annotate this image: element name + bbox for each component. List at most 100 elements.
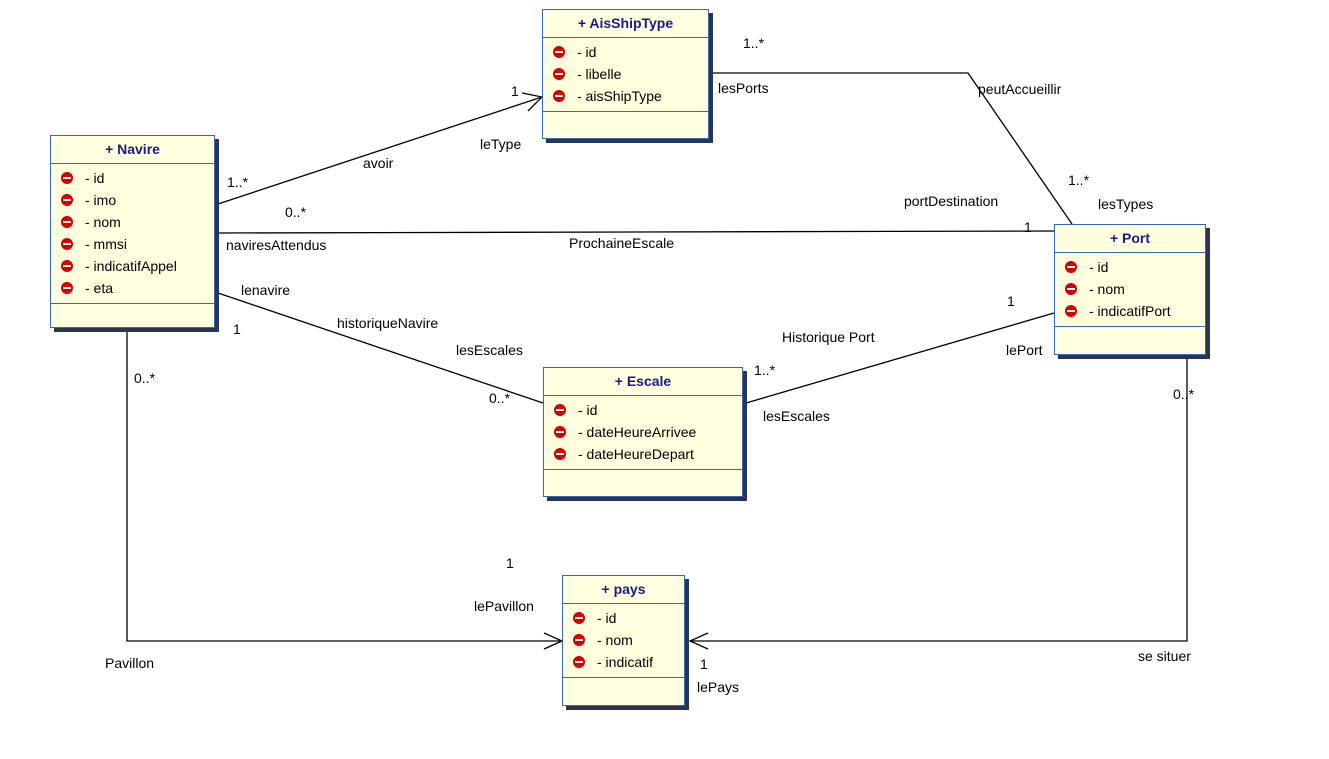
- sesituer-mult-pays: 1: [700, 656, 708, 672]
- private-visibility-icon: [61, 260, 73, 273]
- attribute-label: - indicatifPort: [1089, 303, 1171, 319]
- attribute-row: - id: [51, 167, 214, 189]
- attribute-row: - id: [563, 607, 684, 629]
- prochaineescale-line: [217, 230, 1055, 234]
- historiqueport-mult-port: 1: [1007, 293, 1015, 309]
- pavillon-name: Pavillon: [105, 655, 155, 671]
- attribute-label: - indicatif: [597, 654, 654, 670]
- avoir-mult-target: 1: [511, 83, 519, 99]
- private-visibility-icon: [1065, 305, 1077, 318]
- sesituer-mult-port: 0..*: [1173, 386, 1195, 402]
- attribute-row: - mmsi: [51, 233, 214, 255]
- attribute-row: - libelle: [543, 63, 708, 85]
- sesituer-line: [690, 357, 1188, 642]
- private-visibility-icon: [573, 634, 585, 647]
- prochaineescale-mult-port: 1: [1024, 219, 1032, 235]
- attribute-row: - aisShipType: [543, 85, 708, 107]
- avoir-mult-navire: 1..*: [227, 174, 249, 190]
- class-pays-title: + pays: [563, 576, 684, 604]
- peutaccueillir-mult-port: 1..*: [1068, 172, 1090, 188]
- private-visibility-icon: [1065, 283, 1077, 296]
- attribute-label: - indicatifAppel: [85, 258, 177, 274]
- attribute-row: - id: [543, 41, 708, 63]
- attribute-row: - eta: [51, 277, 214, 299]
- attribute-row: - nom: [1055, 278, 1205, 300]
- private-visibility-icon: [554, 448, 566, 461]
- attribute-label: - id: [578, 402, 598, 418]
- class-navire-title: + Navire: [51, 136, 214, 164]
- attribute-row: - imo: [51, 189, 214, 211]
- attribute-label: - id: [577, 44, 597, 60]
- private-visibility-icon: [573, 612, 585, 625]
- attribute-label: - id: [597, 610, 617, 626]
- private-visibility-icon: [573, 656, 585, 669]
- attribute-row: - id: [544, 399, 742, 421]
- class-pays-attributes: - id - nom - indicatif: [563, 604, 684, 678]
- attribute-label: - aisShipType: [577, 88, 662, 104]
- class-navire[interactable]: + Navire - id - imo - nom - mmsi - indic…: [50, 135, 215, 328]
- avoir-role-target: leType: [480, 136, 522, 152]
- attribute-label: - id: [85, 170, 105, 186]
- historiquenavire-role-navire: lenavire: [241, 282, 291, 298]
- attribute-label: - mmsi: [85, 236, 127, 252]
- attribute-row: - nom: [51, 211, 214, 233]
- private-visibility-icon: [553, 68, 565, 81]
- sesituer-role-pays: lePays: [697, 679, 740, 695]
- attribute-row: - nom: [563, 629, 684, 651]
- pavillon-mult-pays: 1: [506, 555, 514, 571]
- attribute-row: - indicatif: [563, 651, 684, 673]
- historiquenavire-line: [217, 292, 544, 404]
- attribute-label: - eta: [85, 280, 114, 296]
- attribute-row: - indicatifAppel: [51, 255, 214, 277]
- prochaineescale-name: ProchaineEscale: [569, 235, 675, 251]
- attribute-label: - dateHeureArrivee: [578, 424, 697, 440]
- historiqueport-mult-escale: 1..*: [754, 362, 776, 378]
- pavillon-mult-navire: 0..*: [134, 370, 156, 386]
- historiqueport-line: [745, 312, 1055, 404]
- private-visibility-icon: [554, 404, 566, 417]
- attribute-label: - nom: [597, 632, 633, 648]
- class-port[interactable]: + Port - id - nom - indicatifPort: [1054, 224, 1206, 355]
- peutaccueillir-role-ais: lesPorts: [718, 80, 769, 96]
- pavillon-role-pays: lePavillon: [474, 598, 534, 614]
- attribute-row: - id: [1055, 256, 1205, 278]
- class-escale[interactable]: + Escale - id - dateHeureArrivee - dateH…: [543, 367, 743, 497]
- class-port-attributes: - id - nom - indicatifPort: [1055, 253, 1205, 327]
- sesituer-arrowhead: [688, 632, 709, 650]
- attribute-label: - imo: [85, 192, 117, 208]
- attribute-row: - indicatifPort: [1055, 300, 1205, 322]
- private-visibility-icon: [553, 90, 565, 103]
- attribute-label: - dateHeureDepart: [578, 446, 694, 462]
- historiquenavire-role-escale: lesEscales: [456, 342, 523, 358]
- prochaineescale-role-navire: naviresAttendus: [226, 237, 327, 253]
- class-aisshiptype-attributes: - id - libelle - aisShipType: [543, 38, 708, 112]
- private-visibility-icon: [554, 426, 566, 439]
- historiqueport-name: Historique Port: [782, 329, 875, 345]
- avoir-name: avoir: [363, 155, 394, 171]
- attribute-label: - id: [1089, 259, 1109, 275]
- historiquenavire-mult-escale: 0..*: [489, 390, 511, 406]
- attribute-label: - libelle: [577, 66, 622, 82]
- prochaineescale-mult-navire: 0..*: [285, 204, 307, 220]
- pavillon-line: [126, 331, 562, 642]
- historiqueport-role-port: lePort: [1006, 342, 1043, 358]
- class-aisshiptype[interactable]: + AisShipType - id - libelle - aisShipTy…: [542, 9, 709, 139]
- class-navire-attributes: - id - imo - nom - mmsi - indicatifAppel…: [51, 164, 214, 304]
- class-pays[interactable]: + pays - id - nom - indicatif: [562, 575, 685, 706]
- class-escale-attributes: - id - dateHeureArrivee - dateHeureDepar…: [544, 396, 742, 470]
- class-escale-title: + Escale: [544, 368, 742, 396]
- private-visibility-icon: [61, 194, 73, 207]
- historiquenavire-name: historiqueNavire: [337, 315, 439, 331]
- attribute-row: - dateHeureDepart: [544, 443, 742, 465]
- peutaccueillir-line: [712, 72, 1073, 225]
- attribute-label: - nom: [85, 214, 121, 230]
- private-visibility-icon: [553, 46, 565, 59]
- private-visibility-icon: [61, 282, 73, 295]
- prochaineescale-role-port: portDestination: [904, 193, 999, 209]
- avoir-line: [217, 96, 543, 205]
- historiquenavire-mult-navire: 1: [233, 321, 241, 337]
- attribute-label: - nom: [1089, 281, 1125, 297]
- private-visibility-icon: [61, 172, 73, 185]
- private-visibility-icon: [61, 238, 73, 251]
- peutaccueillir-mult-ais: 1..*: [743, 35, 765, 51]
